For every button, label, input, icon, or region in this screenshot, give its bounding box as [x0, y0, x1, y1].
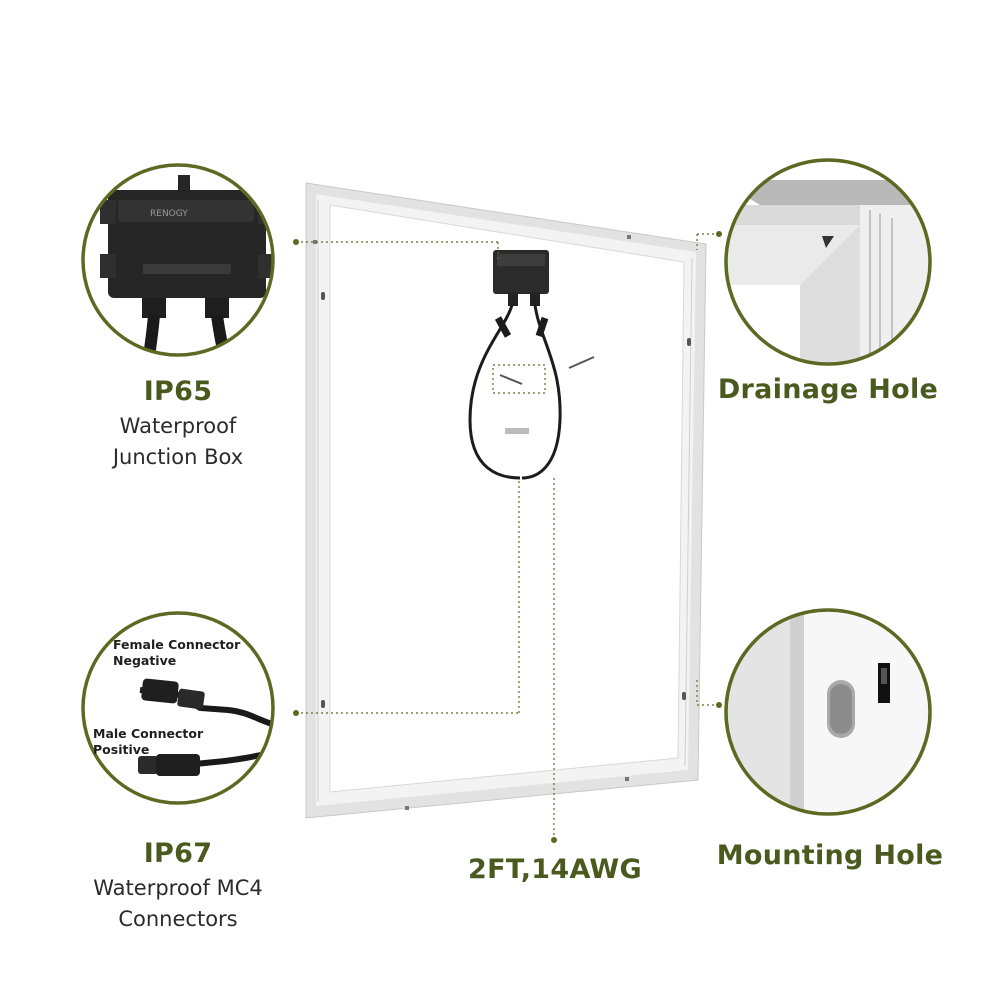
connectors-desc-2: Connectors	[118, 907, 238, 931]
male-connector-label: Male Connector Positive	[93, 726, 203, 758]
junction-box-desc-1: Waterproof	[119, 414, 237, 438]
female-connector-title: Female Connector	[113, 637, 241, 652]
mounting-hole-title: Mounting Hole	[716, 840, 944, 871]
junction-box-caption: IP65 Waterproof Junction Box	[68, 376, 288, 473]
cable-spec-title: 2FT,14AWG	[468, 854, 642, 885]
drainage-hole-closeup	[724, 158, 932, 366]
mc4-connectors-closeup	[81, 611, 275, 805]
female-connector-polarity: Negative	[113, 653, 177, 668]
connectors-caption: IP67 Waterproof MC4 Connectors	[68, 838, 288, 935]
male-connector-title: Male Connector	[93, 726, 204, 741]
callout-lines	[296, 233, 719, 838]
connectors-desc-1: Waterproof MC4	[93, 876, 263, 900]
connectors-title: IP67	[143, 838, 213, 869]
panel-label	[505, 428, 529, 434]
panel-junction-box	[493, 250, 549, 306]
junction-box-brand: RENOGY	[150, 209, 188, 219]
mounting-hole-closeup	[724, 608, 932, 816]
junction-box-title: IP65	[143, 376, 213, 407]
junction-box-closeup: RENOGY	[81, 163, 275, 357]
panel-cables	[468, 304, 562, 480]
male-connector-polarity: Positive	[93, 742, 150, 757]
female-connector-label: Female Connector Negative	[113, 637, 240, 669]
solar-panel-back	[305, 182, 707, 819]
junction-box-desc-2: Junction Box	[112, 445, 244, 469]
drainage-hole-title: Drainage Hole	[717, 374, 939, 405]
